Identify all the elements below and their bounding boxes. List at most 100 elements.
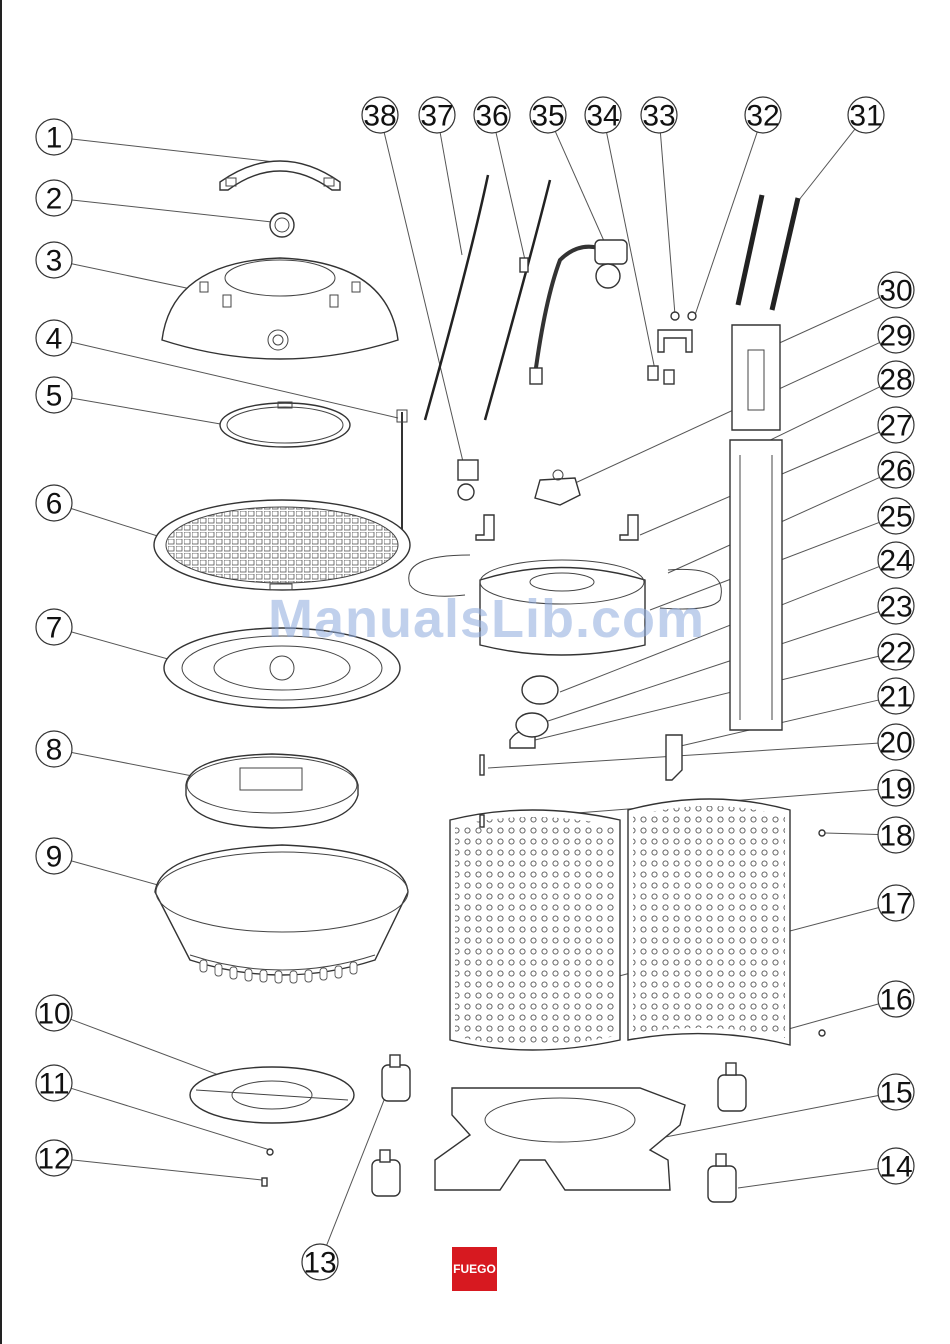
- callout-12: 12: [36, 1140, 72, 1176]
- callout-number-20: 20: [879, 727, 912, 760]
- leader-line-15: [650, 1095, 878, 1140]
- callout-35: 35: [530, 97, 566, 133]
- leader-line-12: [72, 1160, 262, 1180]
- part-nut-33: [671, 312, 679, 320]
- callout-number-38: 38: [363, 100, 396, 133]
- part-screw-16: [819, 1030, 825, 1036]
- callout-number-36: 36: [475, 100, 508, 133]
- leader-line-20: [488, 743, 878, 768]
- callout-34: 34: [585, 97, 621, 133]
- part-igniter: [458, 460, 478, 500]
- callout-number-22: 22: [879, 637, 912, 670]
- callout-number-7: 7: [46, 612, 63, 645]
- leader-line-35: [555, 131, 608, 250]
- callout-number-18: 18: [879, 820, 912, 853]
- callout-5: 5: [36, 377, 72, 413]
- part-valve: [535, 470, 580, 505]
- callout-14: 14: [878, 1148, 914, 1184]
- callout-13: 13: [302, 1244, 338, 1280]
- callout-number-5: 5: [46, 380, 63, 413]
- callout-36: 36: [474, 97, 510, 133]
- part-column: [730, 440, 782, 730]
- callout-number-8: 8: [46, 734, 63, 767]
- callout-number-13: 13: [303, 1247, 336, 1280]
- callout-29: 29: [878, 317, 914, 353]
- watermark: ManualsLib.com: [268, 588, 705, 650]
- callout-number-30: 30: [879, 275, 912, 308]
- callout-number-24: 24: [879, 545, 912, 578]
- callout-number-35: 35: [531, 100, 564, 133]
- callout-23: 23: [878, 588, 914, 624]
- part-bracket-33: [658, 330, 692, 352]
- part-nut-small: [267, 1149, 273, 1155]
- leader-line-33: [660, 133, 675, 315]
- callout-15: 15: [878, 1074, 914, 1110]
- part-bracket-21: [666, 735, 682, 780]
- part-ring-23: [516, 713, 548, 737]
- callout-19: 19: [878, 770, 914, 806]
- part-top-plate: [220, 402, 350, 447]
- part-braided-hose-a: [738, 195, 762, 305]
- callout-number-28: 28: [879, 364, 912, 397]
- part-shell-left: [450, 810, 620, 1050]
- callout-number-32: 32: [746, 100, 779, 133]
- callout-number-15: 15: [879, 1077, 912, 1110]
- part-clip-27: [620, 515, 638, 540]
- part-caster-right: [708, 1063, 746, 1202]
- part-dome-lid: [162, 258, 398, 359]
- callout-20: 20: [878, 724, 914, 760]
- callout-9: 9: [36, 838, 72, 874]
- callout-number-37: 37: [420, 100, 453, 133]
- callout-number-16: 16: [879, 984, 912, 1017]
- callout-number-21: 21: [879, 681, 912, 714]
- callout-8: 8: [36, 731, 72, 767]
- part-nut-32: [688, 312, 696, 320]
- leader-line-6: [71, 508, 170, 540]
- leader-line-16: [785, 1004, 879, 1030]
- leader-line-31: [795, 129, 855, 205]
- callout-number-27: 27: [879, 410, 912, 443]
- part-clip-27b: [476, 515, 494, 540]
- leader-line-14: [738, 1168, 878, 1188]
- leader-line-30: [775, 297, 880, 345]
- brand-logo: FUEGO: [452, 1247, 497, 1291]
- callout-3: 3: [36, 242, 72, 278]
- callout-18: 18: [878, 817, 914, 853]
- part-grill-grate: [154, 500, 410, 590]
- callout-number-2: 2: [46, 183, 63, 216]
- part-pin-20: [480, 755, 484, 775]
- leader-line-36: [496, 133, 525, 260]
- callout-number-6: 6: [46, 488, 63, 521]
- callout-number-4: 4: [46, 323, 63, 356]
- callout-10: 10: [36, 995, 72, 1031]
- part-fitting-34a: [648, 366, 658, 380]
- callout-21: 21: [878, 678, 914, 714]
- callout-24: 24: [878, 542, 914, 578]
- part-braided-hose-b: [772, 198, 798, 310]
- part-ring-24: [522, 676, 558, 704]
- callout-1: 1: [36, 119, 72, 155]
- part-base-tray: [190, 1067, 354, 1123]
- part-wire-36-connector: [520, 258, 528, 272]
- leader-line-29: [560, 343, 880, 490]
- callout-17: 17: [878, 885, 914, 921]
- part-wire-37: [425, 175, 488, 420]
- callout-number-33: 33: [642, 100, 675, 133]
- callout-number-9: 9: [46, 841, 63, 874]
- callout-16: 16: [878, 981, 914, 1017]
- callout-number-19: 19: [879, 773, 912, 806]
- callout-number-26: 26: [879, 455, 912, 488]
- callout-7: 7: [36, 609, 72, 645]
- callout-number-10: 10: [37, 998, 70, 1031]
- callout-number-14: 14: [879, 1151, 912, 1184]
- part-top-bracket: [732, 325, 780, 430]
- callout-32: 32: [745, 97, 781, 133]
- part-burner-ring: [186, 754, 358, 828]
- callout-31: 31: [848, 97, 884, 133]
- callout-number-3: 3: [46, 245, 63, 278]
- leader-line-18: [825, 833, 878, 834]
- callout-4: 4: [36, 320, 72, 356]
- callout-37: 37: [419, 97, 455, 133]
- callout-30: 30: [878, 272, 914, 308]
